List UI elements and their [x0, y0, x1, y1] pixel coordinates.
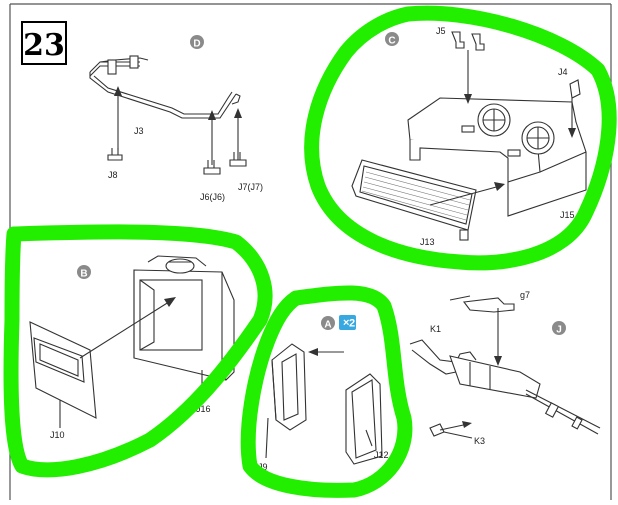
highlight-section-c: [304, 5, 617, 271]
section-d-assembly: [89, 55, 247, 175]
part-k1-label: K1: [430, 324, 441, 334]
part-j6-label: J6(J6): [200, 192, 225, 202]
highlight-section-a: [240, 285, 413, 498]
highlight-markings: [3, 5, 617, 498]
section-c-badge: [385, 32, 399, 46]
part-j3-label: J3: [134, 126, 144, 136]
section-a-label: A: [324, 320, 331, 331]
part-j10-label: J10: [50, 430, 65, 440]
step-number-box: 23: [21, 21, 67, 65]
part-k3-label: K3: [474, 436, 485, 446]
section-j-label: J: [556, 325, 562, 336]
part-j8-label: J8: [108, 170, 118, 180]
section-a-badge: [321, 316, 335, 330]
part-j4-label: J4: [558, 67, 568, 77]
section-c-label: C: [388, 36, 395, 47]
part-g7-label: g7: [520, 290, 530, 300]
part-j7-label: J7(J7): [238, 182, 263, 192]
highlight-section-b: [3, 224, 273, 478]
section-a-assembly: [265, 343, 383, 465]
quantity-x-mark: ×: [343, 317, 349, 329]
part-j9-label: J9: [258, 462, 268, 472]
section-d-label: D: [193, 39, 200, 50]
section-c-assembly: [351, 31, 587, 241]
step-number: 23: [23, 28, 65, 63]
section-j-assembly: [409, 295, 601, 439]
section-b-badge: [77, 265, 91, 279]
quantity-badge: [339, 315, 356, 330]
part-j5-label: J5: [436, 26, 446, 36]
part-j16-label: J16: [196, 404, 211, 414]
part-j12-label: J12: [374, 450, 389, 460]
quantity-count: 2: [349, 318, 355, 330]
section-d-badge: [190, 35, 204, 49]
section-b-label: B: [80, 269, 87, 280]
part-j13-label: J13: [420, 237, 435, 247]
part-j15-label: J15: [560, 210, 575, 220]
section-j-badge: [552, 321, 566, 335]
